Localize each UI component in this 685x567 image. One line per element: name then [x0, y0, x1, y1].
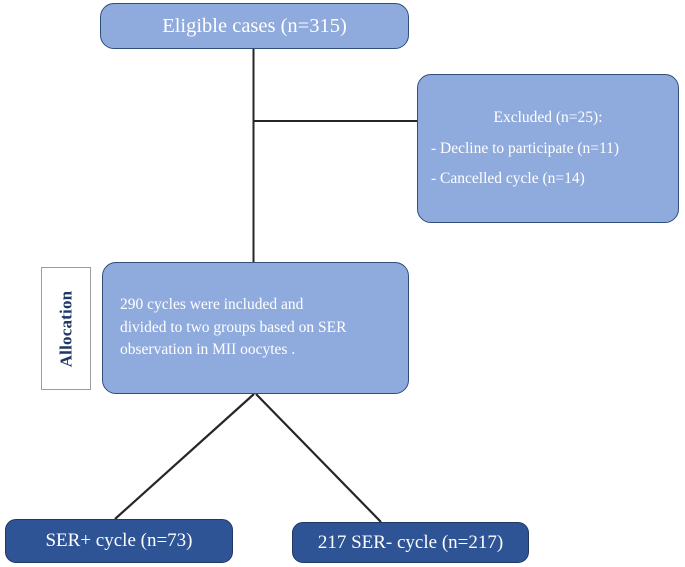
node-eligible-cases-label: Eligible cases (n=315) [162, 14, 347, 37]
node-ser-negative-cycle-label: 217 SER- cycle (n=217) [317, 531, 504, 553]
node-excluded[interactable]: Excluded (n=25): - Decline to participat… [417, 74, 679, 223]
node-excluded-item-decline: - Decline to participate (n=11) [431, 139, 620, 157]
node-allocation-line-3: observation in MII oocytes . [120, 341, 296, 359]
node-ser-positive-cycle[interactable]: SER+ cycle (n=73) [5, 519, 233, 563]
node-allocation[interactable]: 290 cycles were included and divided to … [102, 262, 409, 394]
connector-allocation-to-ser-negative [255, 393, 382, 523]
node-excluded-item-cancelled: - Cancelled cycle (n=14) [431, 170, 585, 188]
node-allocation-line-2: divided to two groups based on SER [120, 318, 347, 336]
stage-label-allocation: Allocation [41, 267, 91, 390]
node-allocation-line-1: 290 cycles were included and [120, 295, 304, 313]
node-excluded-title: Excluded (n=25): [493, 108, 603, 126]
stage-label-allocation-text: Allocation [56, 290, 76, 367]
node-ser-negative-cycle[interactable]: 217 SER- cycle (n=217) [292, 522, 529, 563]
connector-allocation-to-ser-positive [114, 393, 255, 520]
node-ser-positive-cycle-label: SER+ cycle (n=73) [45, 530, 193, 551]
node-eligible-cases[interactable]: Eligible cases (n=315) [100, 3, 409, 49]
